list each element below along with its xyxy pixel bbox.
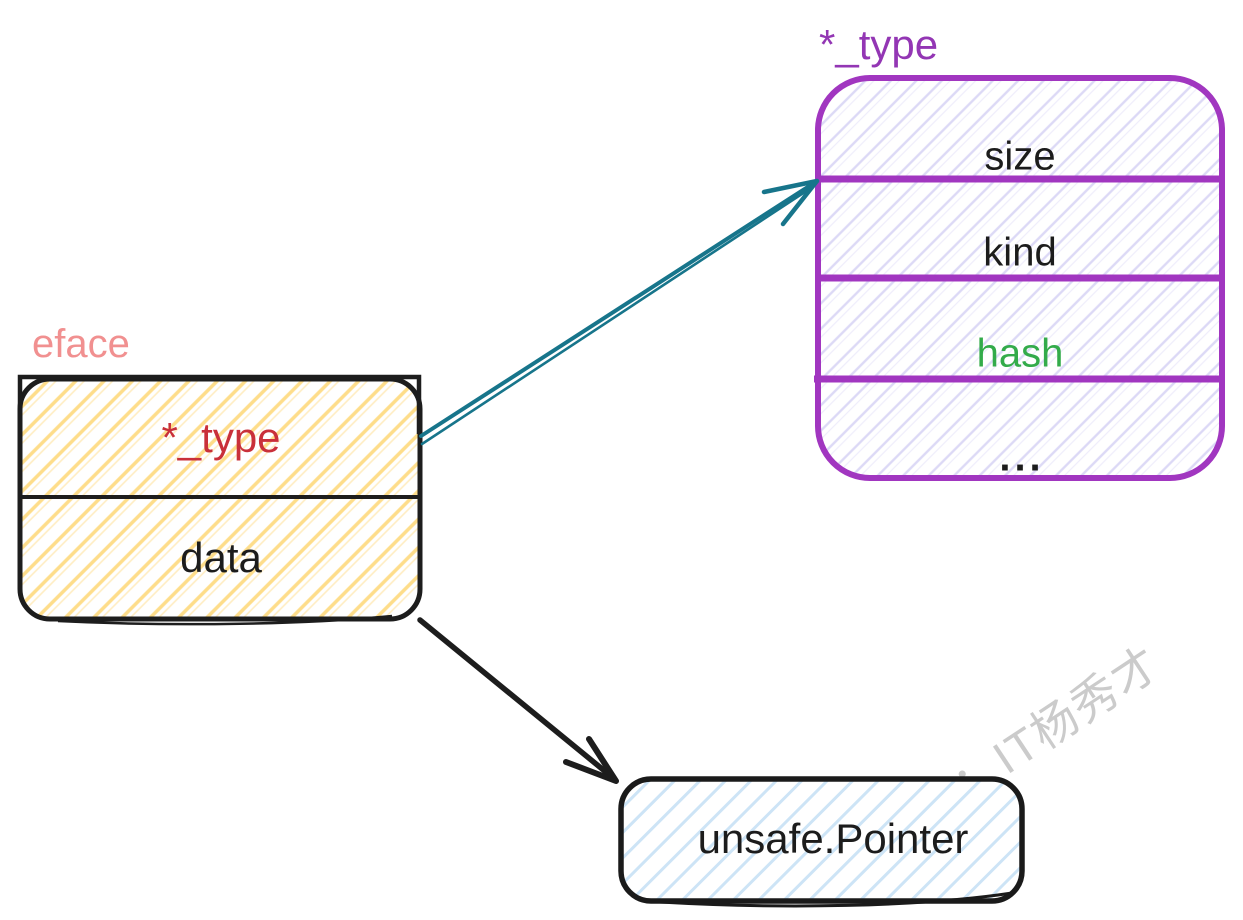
- eface-to-type-arrowhead: [761, 178, 820, 227]
- type-field-kind: kind: [983, 230, 1057, 275]
- type-box: [814, 75, 1225, 481]
- pointer-box-sketch-stroke: [659, 891, 1013, 908]
- eface-to-pointer-arrow: [417, 617, 619, 784]
- pointer-box: [618, 776, 1025, 908]
- eface-box: [17, 374, 423, 626]
- type-field-hash: hash: [976, 331, 1064, 376]
- eface-field-data: data: [180, 534, 262, 581]
- eface-box-sketch-stroke: [57, 614, 393, 626]
- type-field-size: size: [984, 134, 1056, 179]
- eface-box-top-accent: [17, 374, 422, 436]
- type-label: *_type: [819, 21, 939, 68]
- eface-label: eface: [32, 322, 130, 366]
- type-field-ellipsis: ...: [999, 435, 1045, 480]
- pointer-label: unsafe.Pointer: [697, 815, 969, 862]
- eface-field-type: *_type: [161, 414, 281, 461]
- eface-to-type-arrow: [419, 178, 820, 446]
- eface-to-pointer-arrowhead: [563, 736, 619, 784]
